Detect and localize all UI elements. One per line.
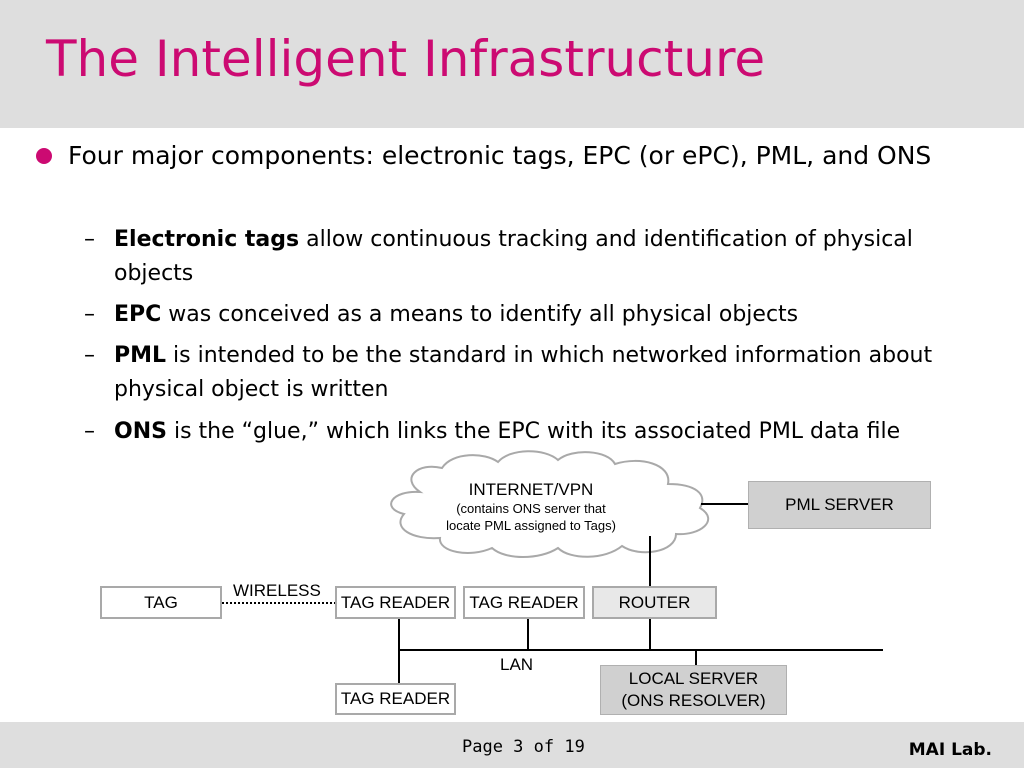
- local-server-box: LOCAL SERVER (ONS RESOLVER): [600, 665, 787, 715]
- tag-reader-box-1: TAG READER: [335, 586, 456, 619]
- term: EPC: [114, 302, 162, 327]
- dash: –: [84, 343, 95, 368]
- router-box: ROUTER: [592, 586, 717, 619]
- description: was conceived as a means to identify all…: [161, 302, 799, 327]
- tag-box: TAG: [100, 586, 222, 619]
- description: is the “glue,” which links the EPC with …: [166, 419, 901, 444]
- wireless-label: WIRELESS: [233, 581, 321, 600]
- description: is intended to be the standard in which …: [114, 343, 933, 402]
- pml-server-box: PML SERVER: [748, 481, 931, 529]
- cloud-subtitle-2: locate PML assigned to Tags): [446, 518, 616, 533]
- cloud-title: INTERNET/VPN: [468, 480, 594, 499]
- local-server-label: LOCAL SERVER: [628, 669, 759, 688]
- term: Electronic tags: [114, 227, 300, 252]
- title-bar: [0, 0, 1024, 128]
- description: allow continuous tracking and identifica…: [114, 227, 913, 286]
- ons-resolver-label: (ONS RESOLVER): [621, 691, 766, 710]
- slide-title: The Intelligent Infrastructure: [46, 30, 766, 88]
- term: ONS: [114, 419, 167, 444]
- sub-item-text: ONS is the “glue,” which links the EPC w…: [114, 415, 984, 449]
- sub-item-text: PML is intended to be the standard in wh…: [114, 339, 984, 407]
- term: PML: [114, 343, 167, 368]
- page-number: Page 3 of 19: [462, 737, 585, 757]
- dash: –: [84, 302, 95, 327]
- tag-reader-box-2: TAG READER: [463, 586, 585, 619]
- footer-bar: [0, 722, 1024, 768]
- sub-item-text: Electronic tags allow continuous trackin…: [114, 223, 984, 291]
- sub-item-text: EPC was conceived as a means to identify…: [114, 298, 984, 332]
- cloud-shape: [390, 450, 709, 558]
- bullet-dot: [36, 148, 52, 164]
- lan-label: LAN: [500, 655, 534, 674]
- dash: –: [84, 227, 95, 252]
- internet-vpn-cloud: INTERNET/VPN (contains ONS server that l…: [418, 479, 644, 534]
- main-bullet: Four major components: electronic tags, …: [68, 141, 932, 170]
- lab-name: MAI Lab.: [908, 740, 992, 760]
- tag-reader-box-3: TAG READER: [335, 683, 456, 715]
- dash: –: [84, 419, 95, 444]
- cloud-subtitle-1: (contains ONS server that: [456, 501, 606, 516]
